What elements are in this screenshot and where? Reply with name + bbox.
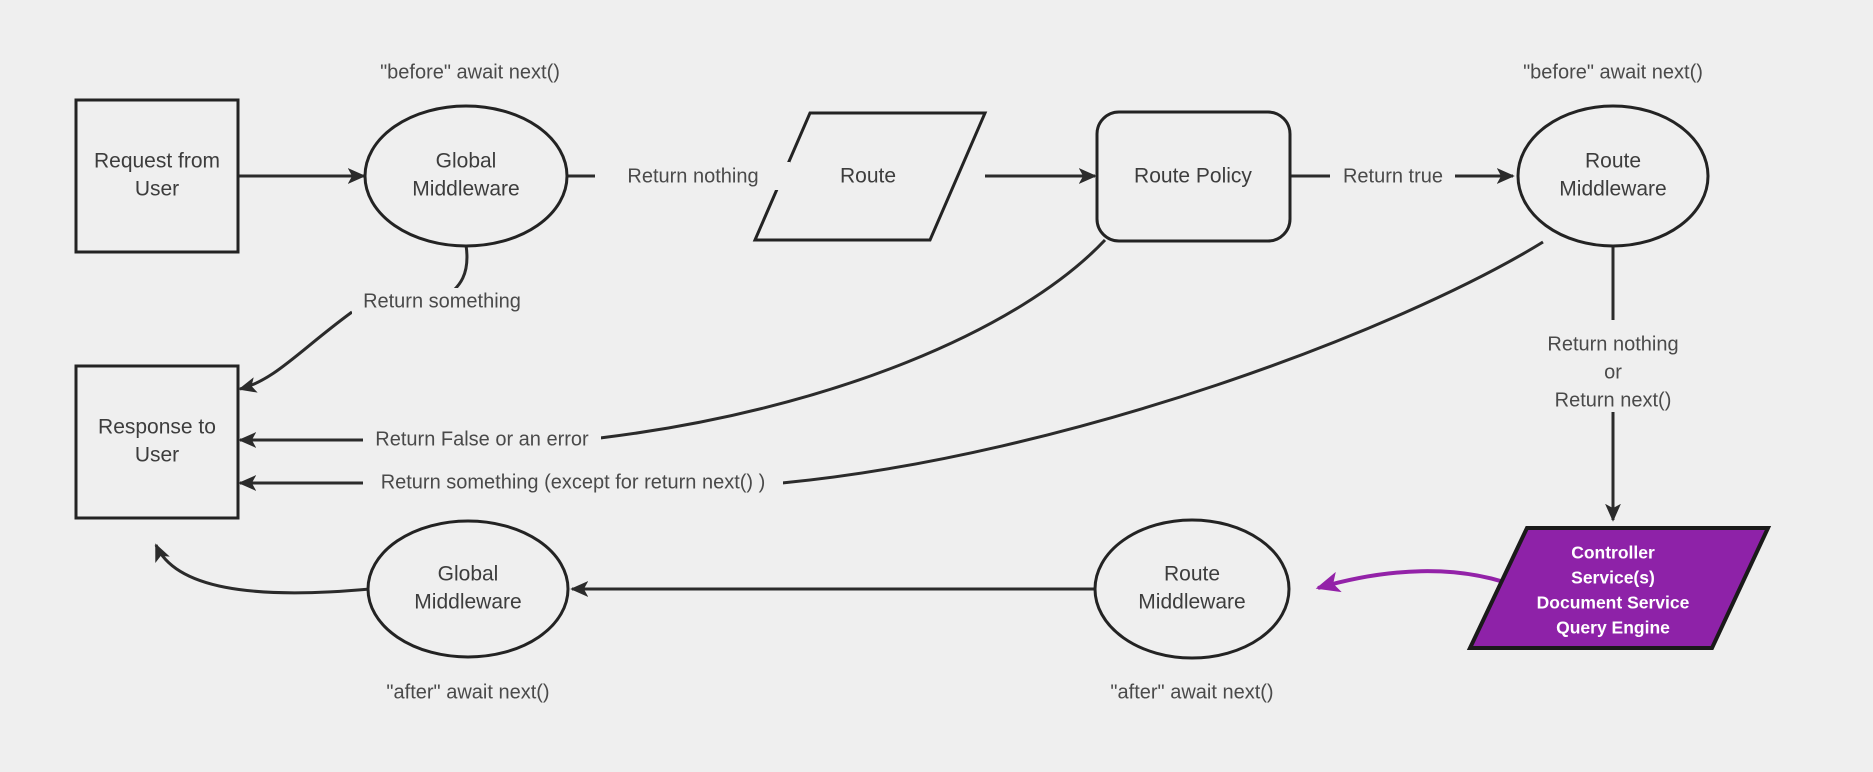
route-middleware-bottom-label-line1: Route (1164, 563, 1220, 586)
edge-return-something-to-response (238, 310, 353, 393)
route-middleware-top-label-line2: Middleware (1559, 178, 1666, 201)
response-to-user-shape (74, 364, 240, 520)
response-to-user-label-line2: User (135, 444, 179, 467)
return-something-label-bg (352, 288, 532, 316)
edge-label-return-nothing: Return nothing (627, 165, 758, 187)
controller-services-label-line1: Controller (1571, 543, 1655, 563)
response-to-user-label-line1: Response to (98, 416, 216, 439)
annotation-after-await-next-global: "after" await next() (386, 681, 549, 703)
node-route-middleware-bottom[interactable]: Route Middleware (1093, 518, 1291, 660)
route-middleware-top-shape (1516, 104, 1710, 248)
route-shape (752, 111, 988, 242)
global-middleware-bottom-shape (366, 519, 570, 659)
global-middleware-bottom-label-line1: Global (438, 563, 499, 586)
return-true-label-bg (1331, 162, 1455, 190)
route-policy-label: Route Policy (1134, 165, 1252, 188)
edge-label-return-nothing-group: Return nothing (596, 162, 790, 190)
global-middleware-top-label-line1: Global (436, 150, 497, 173)
edge-label-return-something-except-group: Return something (except for return next… (363, 469, 783, 497)
annotation-after-await-next-route: "after" await next() (1110, 681, 1273, 703)
edge-label-return-nothing-or-next-line2: or (1604, 361, 1622, 383)
edge-label-return-false-or-error: Return False or an error (375, 428, 589, 450)
return-something-except-label-bg (363, 469, 783, 497)
global-middleware-top-shape (363, 104, 569, 248)
request-from-user-shape (74, 98, 240, 254)
edge-route-middleware-to-label-return-something-except (781, 240, 1544, 485)
node-global-middleware-top[interactable]: Global Middleware (363, 104, 569, 248)
node-controller-services[interactable]: Controller Service(s) Document Service Q… (1466, 526, 1772, 650)
edge-label-return-false-group: Return False or an error (363, 426, 601, 454)
edge-label-return-nothing-or-next-line1: Return nothing (1547, 333, 1678, 355)
controller-services-shape (1466, 526, 1772, 650)
controller-services-label-line3: Document Service (1537, 593, 1690, 613)
route-middleware-bottom-label-line2: Middleware (1138, 591, 1245, 614)
annotation-before-await-next-global: "before" await next() (380, 61, 560, 83)
node-response-to-user[interactable]: Response to User (74, 364, 240, 520)
edge-label-return-nothing-or-next-line3: Return next() (1555, 389, 1672, 411)
edge-label-return-true: Return true (1343, 165, 1443, 187)
return-nothing-label-bg (596, 162, 790, 190)
global-middleware-top-label-line2: Middleware (412, 178, 519, 201)
request-from-user-label-line2: User (135, 178, 179, 201)
node-route-policy[interactable]: Route Policy (1095, 110, 1292, 243)
global-middleware-bottom-label-line2: Middleware (414, 591, 521, 614)
edge-global-middleware-bottom-to-response (154, 543, 371, 595)
node-route-middleware-top[interactable]: Route Middleware (1516, 104, 1710, 248)
node-request-from-user[interactable]: Request from User (74, 98, 240, 254)
node-global-middleware-bottom[interactable]: Global Middleware (366, 519, 570, 659)
controller-services-label-line2: Service(s) (1571, 568, 1655, 588)
route-label: Route (840, 165, 896, 188)
route-middleware-bottom-shape (1093, 518, 1291, 660)
edge-label-return-something-except-next: Return something (except for return next… (381, 471, 766, 493)
edge-label-return-true-group: Return true (1331, 162, 1455, 190)
route-middleware-top-label-line1: Route (1585, 150, 1641, 173)
edge-label-return-nothing-or-next-group: Return nothing or Return next() (1520, 320, 1708, 412)
edge-label-return-something: Return something (363, 290, 521, 312)
route-policy-shape (1095, 110, 1292, 243)
request-from-user-label-line1: Request from (94, 150, 220, 173)
return-false-label-bg (363, 426, 601, 454)
annotation-before-await-next-route: "before" await next() (1523, 61, 1703, 83)
node-route[interactable]: Route (752, 111, 988, 242)
controller-services-label-line4: Query Engine (1556, 618, 1670, 638)
return-nothing-or-next-label-bg (1520, 320, 1708, 412)
edge-route-policy-to-label-return-false (599, 238, 1107, 440)
edge-label-return-something-group: Return something (352, 288, 532, 316)
